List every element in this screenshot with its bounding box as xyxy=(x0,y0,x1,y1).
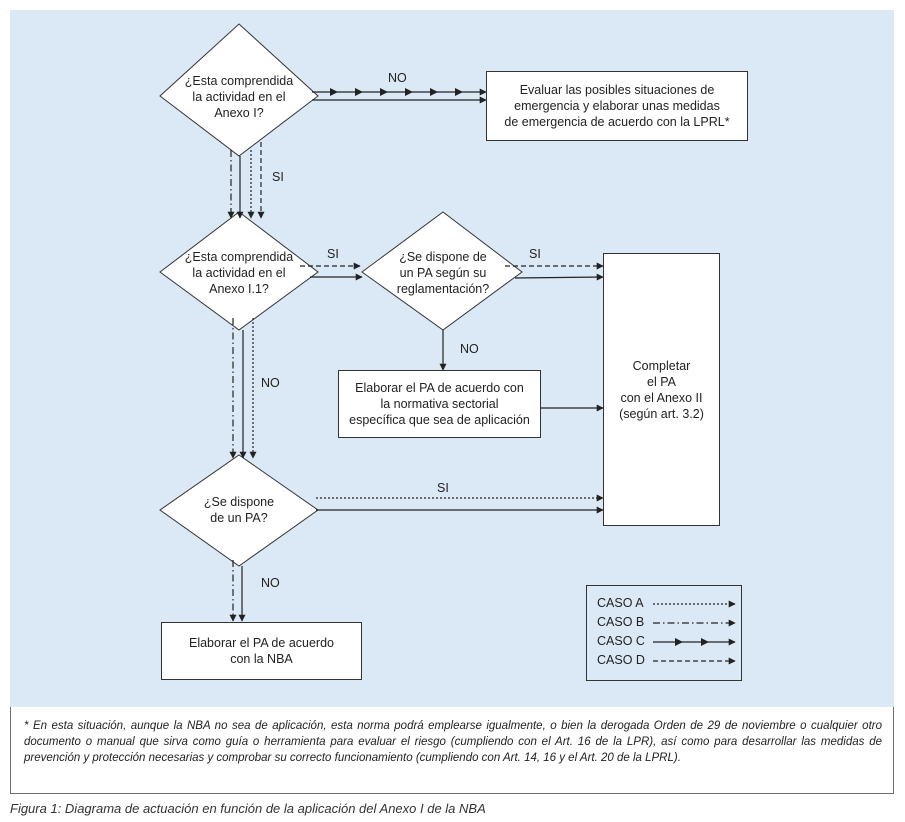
legend-label-caso-c: CASO C xyxy=(597,634,645,648)
label-q3-no: NO xyxy=(460,342,479,356)
legend-line-solid-arrowheads xyxy=(675,638,709,646)
label-q4-no: NO xyxy=(261,576,280,590)
connector-q3-si-solid xyxy=(514,273,604,281)
label-q1-no: NO xyxy=(388,71,407,85)
legend-line-samples xyxy=(653,600,736,665)
decision-text-anexo-i: ¿Esta comprendida la actividad en el Ane… xyxy=(184,74,294,120)
decision-diamond-dispone-pa xyxy=(159,454,319,567)
decision-diamond-anexo-i1 xyxy=(159,211,319,331)
label-q1-si: SI xyxy=(272,170,284,184)
label-q3-si: SI xyxy=(529,247,541,261)
box-elaborar-pa-sectorial: Elaborar el PA de acuerdo con la normati… xyxy=(338,370,541,438)
legend-label-caso-b: CASO B xyxy=(597,615,645,629)
connector-q1-no-arrowheads xyxy=(330,88,463,96)
decision-diamond-anexo-i xyxy=(159,23,319,157)
box-completar-pa: Completar el PA con el Anexo II (según a… xyxy=(603,253,720,526)
legend-label-caso-a: CASO A xyxy=(597,596,644,610)
box-elaborar-pa-nba: Elaborar el PA de acuerdo con la NBA xyxy=(161,622,362,680)
label-q2-si: SI xyxy=(327,247,339,261)
label-q4-si: SI xyxy=(437,481,449,495)
legend-label-caso-d: CASO D xyxy=(597,653,645,667)
legend-box: CASO A CASO B CASO C CASO D xyxy=(586,585,742,681)
label-q2-no: NO xyxy=(261,376,280,390)
decision-text-anexo-i1: ¿Esta comprendida la actividad en el Ane… xyxy=(184,250,294,296)
figure-caption: Figura 1: Diagrama de actuación en funci… xyxy=(10,801,486,816)
decision-text-pa-reglamentacion: ¿Se dispone de un PA según su reglamenta… xyxy=(396,250,490,296)
footnote-text: * En esta situación, aunque la NBA no se… xyxy=(24,720,882,764)
box-evaluar-emergencia: Evaluar las posibles situaciones de emer… xyxy=(486,71,748,141)
decision-text-dispone-pa: ¿Se dispone de un PA? xyxy=(203,495,275,525)
